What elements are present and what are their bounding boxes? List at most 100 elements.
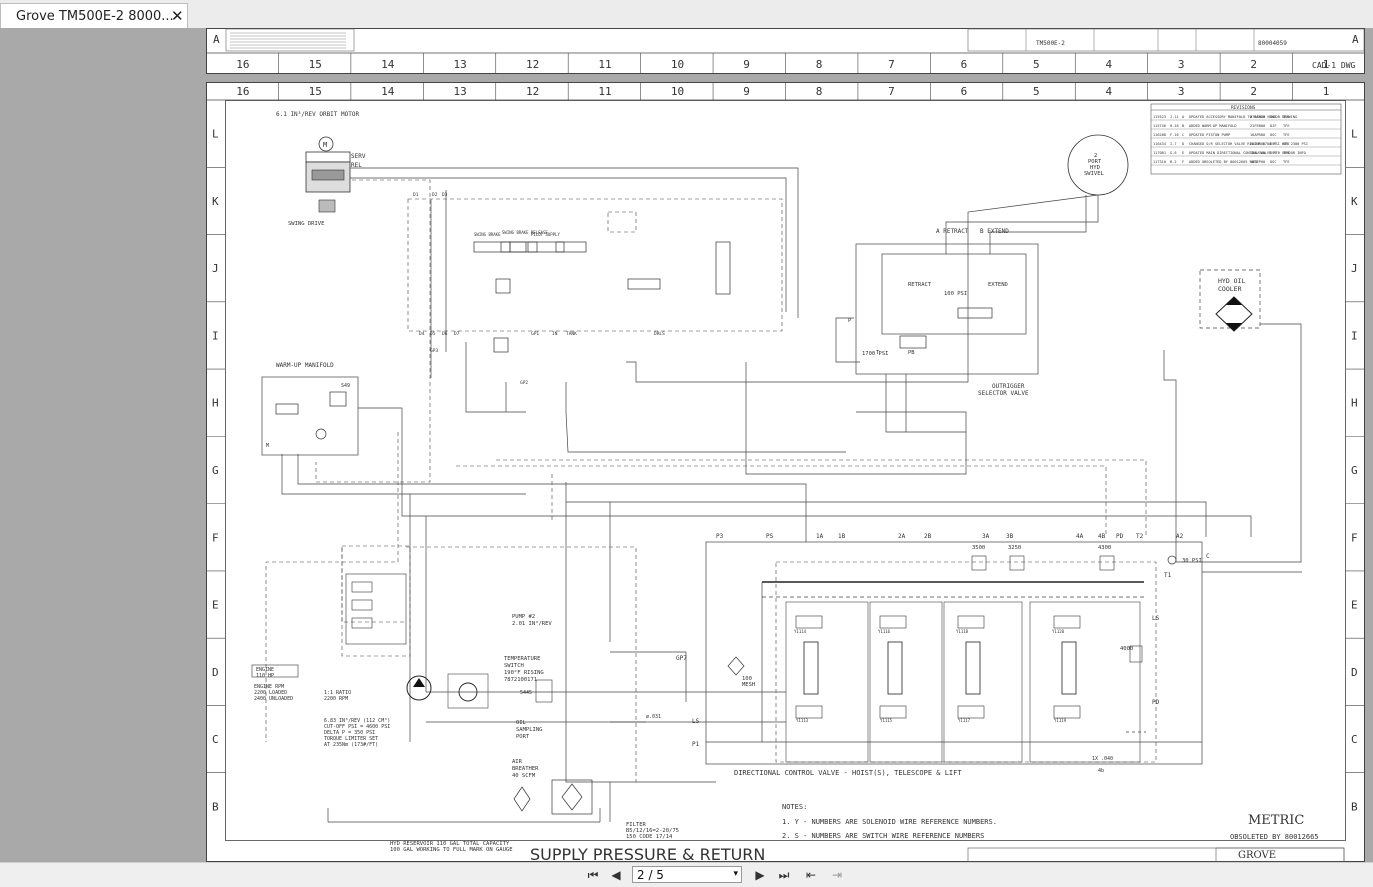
obsoleted-label: OBSOLETED BY 80012665 — [1230, 833, 1319, 841]
psi-3500-warmup: M — [266, 443, 269, 449]
port-d3: D3 — [442, 192, 448, 198]
column-label: 15 — [309, 58, 322, 71]
psi-2600: S49 — [341, 383, 350, 389]
port-pb: PB — [908, 350, 915, 356]
extend-label: EXTEND — [988, 282, 1008, 288]
swivel-line4: SWIVEL — [1084, 171, 1105, 177]
swivel-line3: HYD — [1090, 165, 1100, 171]
engine-line2: 110 HP — [256, 673, 274, 679]
temp-switch-id: 5445 — [520, 690, 532, 696]
column-label: 1 — [1323, 85, 1330, 98]
port-p: P — [848, 318, 852, 324]
filter-line3: 150 CODE 17/14 — [626, 834, 673, 840]
next-view-icon[interactable]: ⇥ — [831, 868, 843, 882]
valve-label-swing-brake: SWING BRAKE — [474, 232, 501, 237]
psi-4300: 4300 — [1098, 545, 1111, 551]
revision-cell: D — [1182, 142, 1184, 146]
revision-cell: 16APR00 — [1250, 133, 1265, 137]
revision-cell: UPDATED MAIN DIRECTIONAL CONTROL VALVE P… — [1189, 151, 1306, 155]
column-label: 13 — [454, 58, 467, 71]
psi-4000: 4000 — [1120, 646, 1133, 652]
swing-drive-label: SWING DRIVE — [288, 221, 324, 227]
swivel-line2: PORT — [1088, 159, 1102, 165]
revision-cell: DSC — [1270, 160, 1277, 164]
revision-cell: DSC — [1270, 133, 1277, 137]
port-t1: T1 — [1164, 572, 1172, 579]
pump-spec-line3: DELTA P = 350 PSI — [324, 730, 375, 736]
row-label-a: A — [213, 33, 220, 46]
hyd-oil-cooler: HYD OIL COOLER — [1199, 269, 1261, 332]
column-label: 5 — [1033, 58, 1040, 71]
next-page-icon[interactable]: ▶ — [755, 868, 765, 882]
column-label: 12 — [526, 85, 539, 98]
row-label-a-right: A — [1352, 33, 1359, 46]
dcv-port-label: 1B — [838, 533, 846, 540]
column-label: 14 — [381, 58, 395, 71]
row-label: C — [212, 733, 219, 746]
document-tab[interactable]: Grove TM500E-2 8000... ✕ — [0, 3, 188, 28]
last-page-icon[interactable]: ⏭ — [778, 868, 790, 882]
revision-cell: TFE — [1283, 142, 1290, 146]
retract-label: RETRACT — [908, 282, 932, 288]
chevron-down-icon[interactable]: ▾ — [733, 869, 738, 879]
extend-port-label: B EXTEND — [980, 228, 1009, 235]
grove-logo: GROVE — [1238, 850, 1276, 861]
column-label: 9 — [743, 85, 750, 98]
page-number-input[interactable]: 2 / 5 ▾ — [632, 866, 742, 883]
revision-cell: CHANGED O/R SELECTOR VALVE RELIEF 1700 P… — [1189, 142, 1308, 146]
revision-cell: 117081 — [1153, 151, 1166, 155]
revision-cell: DSC — [1270, 115, 1277, 119]
row-label-right: G — [1351, 464, 1358, 477]
port-d4: D4 — [419, 331, 425, 337]
row-label-right: J — [1351, 262, 1358, 275]
swivel: 2 PORT HYD SWIVEL — [1067, 134, 1129, 196]
revisions-title: REVISIONS — [1231, 105, 1256, 111]
outrigger-selector: A RETRACT B EXTEND RETRACT EXTEND 100 PS… — [855, 228, 1039, 397]
pump2-line2: 2.01 IN³/REV — [512, 620, 552, 627]
mesh-line1: 100 — [742, 676, 752, 682]
engine-rpm-line2: 2200 LOADED — [254, 690, 287, 696]
serv-label: SERV — [351, 153, 366, 160]
pump-spec-line5: AT 235Nm (173#/FT) — [324, 742, 378, 748]
port-gp7: GP7 — [676, 655, 687, 662]
reservoir-components: TEMPERATURE SWITCH 190°F RISING 78721001… — [327, 656, 755, 853]
accessory-manifold — [407, 198, 783, 332]
revision-cell: 115523 — [1153, 115, 1166, 119]
y1113: Y1113 — [796, 718, 809, 723]
close-icon[interactable]: ✕ — [171, 7, 184, 25]
air-breather-line1: AIR — [512, 759, 523, 765]
row-label-right: K — [1351, 195, 1358, 208]
page1-model: TM500E-2 — [1036, 40, 1065, 47]
previous-page-icon[interactable]: ◀ — [611, 868, 621, 882]
dcv-port-label: 2B — [924, 533, 932, 540]
svg-text:M: M — [323, 141, 327, 149]
row-label-right: C — [1351, 733, 1358, 746]
revision-cell: 18SEP00 — [1250, 160, 1265, 164]
column-label: 2 — [1250, 85, 1257, 98]
dcv-port-label: 2A — [898, 533, 906, 540]
port-d5: D5 — [430, 331, 436, 337]
port-p1: P1 — [692, 741, 700, 748]
revision-cell: C — [1182, 133, 1184, 137]
psi-1700-label: 1700 PSI — [862, 351, 889, 357]
port-4b: 4b — [1098, 768, 1104, 774]
tab-bar: Grove TM500E-2 8000... ✕ — [0, 0, 1373, 29]
column-label: 4 — [1105, 85, 1112, 98]
dcv-port-label: 3A — [982, 533, 990, 540]
filter-line1: FILTER — [626, 822, 647, 828]
row-label: B — [212, 800, 219, 813]
revision-cell: TFE — [1283, 124, 1290, 128]
column-label: 3 — [1178, 85, 1185, 98]
revision-cell: 116434 — [1153, 142, 1166, 146]
notes: NOTES: 1. Y - NUMBERS ARE SOLENOID WIRE … — [782, 803, 997, 840]
previous-view-icon[interactable]: ⇤ — [805, 868, 817, 882]
psi-3500-dcv: 3500 — [972, 545, 985, 551]
tab-title[interactable]: Grove TM500E-2 8000... — [16, 9, 174, 24]
first-page-icon[interactable]: ⏮ — [587, 868, 599, 882]
pump2-line1: PUMP #2 — [512, 614, 535, 620]
